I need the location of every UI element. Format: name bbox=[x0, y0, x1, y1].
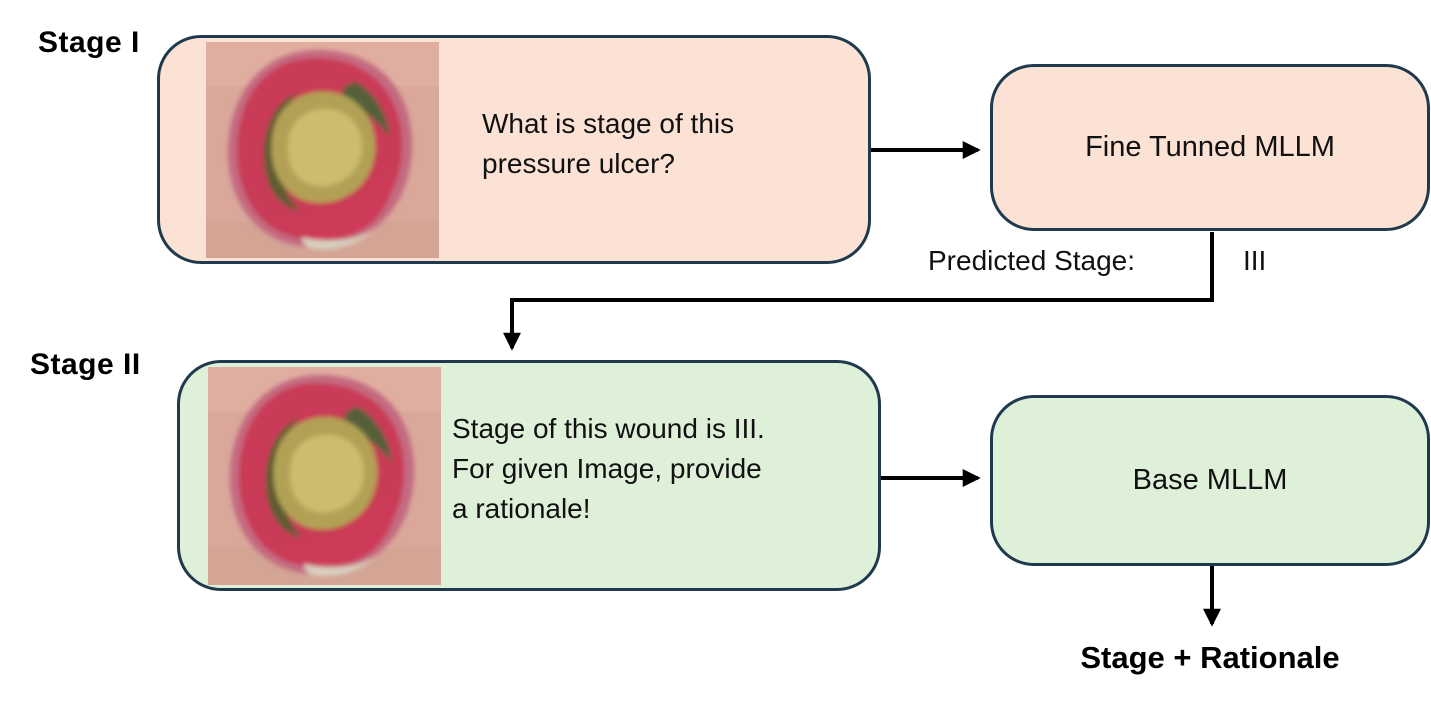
predicted-stage-value: III bbox=[1243, 245, 1267, 276]
stage1-label: Stage I bbox=[38, 26, 140, 59]
stage2-model-label: Base MLLM bbox=[1132, 464, 1288, 496]
predicted-stage-label: Predicted Stage: bbox=[928, 245, 1136, 276]
pressure-ulcer-image bbox=[206, 42, 439, 258]
stage1-model-box: Fine Tunned MLLM bbox=[990, 64, 1430, 231]
stage2-label: Stage II bbox=[30, 348, 141, 381]
output-label: Stage + Rationale bbox=[1080, 640, 1340, 675]
stage1-input-box: What is stage of this pressure ulcer? bbox=[157, 35, 871, 264]
stage1-model-label: Fine Tunned MLLM bbox=[1085, 131, 1335, 163]
stage2-prompt-text: Stage of this wound is III. For given Im… bbox=[452, 413, 765, 525]
stage1-prompt-text: What is stage of this pressure ulcer? bbox=[482, 108, 735, 180]
stage2-input-box: Stage of this wound is III. For given Im… bbox=[177, 360, 881, 591]
pressure-ulcer-image bbox=[208, 367, 441, 585]
stage2-model-box: Base MLLM bbox=[990, 395, 1430, 566]
